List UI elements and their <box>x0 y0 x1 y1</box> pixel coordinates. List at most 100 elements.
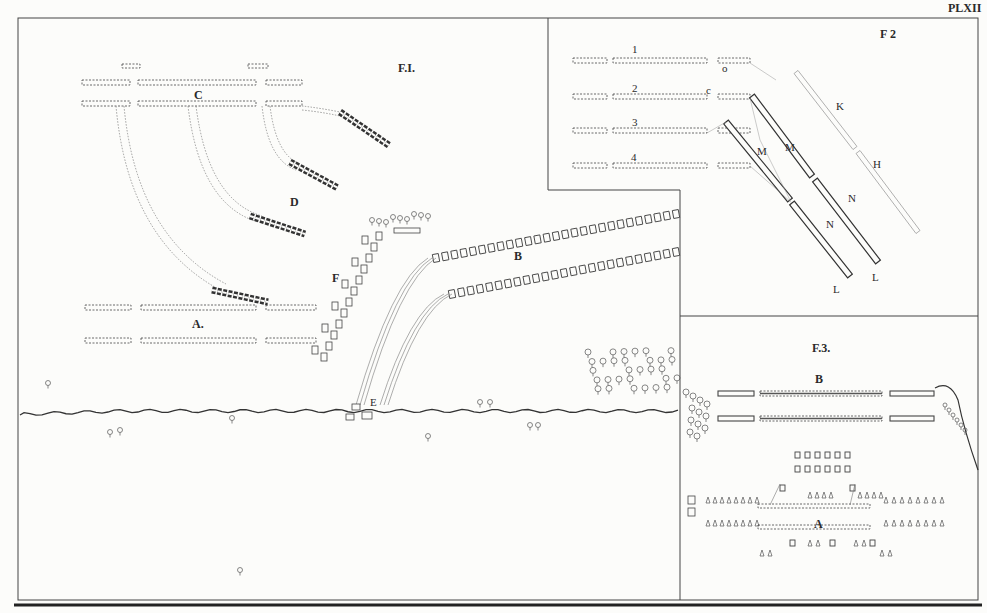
figure-letter: F 2 <box>880 28 896 40</box>
tree <box>653 385 659 391</box>
tree <box>957 422 958 425</box>
tree <box>398 216 403 221</box>
troop-line <box>688 496 695 504</box>
tree <box>240 573 241 576</box>
march-route <box>750 166 792 203</box>
troop-line <box>312 346 318 354</box>
tree <box>407 222 408 225</box>
troop-line <box>718 416 754 421</box>
troop-line <box>688 508 695 516</box>
figure-letter: H <box>873 158 881 170</box>
tent <box>924 497 928 503</box>
tree <box>631 385 637 391</box>
troop-division <box>580 226 587 235</box>
tree <box>683 389 689 395</box>
tree <box>490 405 491 408</box>
tree <box>616 376 622 382</box>
tree <box>589 359 595 365</box>
plate-border <box>18 18 978 600</box>
troop-division <box>663 211 670 220</box>
tent <box>720 520 724 526</box>
troop-column <box>290 162 338 188</box>
troop-line <box>85 338 131 343</box>
troop-division <box>616 258 623 267</box>
troop-line <box>805 452 810 458</box>
troop-column <box>212 290 268 302</box>
tree <box>393 220 394 223</box>
troop-division <box>608 221 615 230</box>
tree <box>672 363 673 366</box>
troop-line <box>835 452 840 458</box>
troop-column <box>212 290 268 302</box>
figure-letter: 2 <box>632 82 638 94</box>
tree <box>690 435 691 438</box>
tree <box>707 407 708 410</box>
march-route <box>770 484 855 505</box>
tree <box>386 225 387 228</box>
troop-division <box>560 269 567 278</box>
tree <box>666 381 667 384</box>
troop-line <box>366 254 372 262</box>
tree <box>46 381 51 386</box>
march-route <box>750 98 790 200</box>
tree <box>668 348 674 354</box>
tree <box>686 395 687 398</box>
tree <box>947 408 951 412</box>
tree <box>384 220 389 225</box>
troop-line <box>890 416 934 421</box>
troop-line <box>845 452 850 458</box>
tree <box>693 399 694 402</box>
tree <box>949 412 950 415</box>
tree <box>630 382 631 385</box>
tree <box>120 433 121 436</box>
tree <box>955 418 959 422</box>
troop-line <box>573 58 607 63</box>
tree <box>702 425 708 431</box>
tent <box>815 492 819 498</box>
tent <box>760 550 764 556</box>
troop-line <box>815 466 820 472</box>
tent <box>932 520 936 526</box>
troop-division <box>497 242 504 251</box>
tent <box>908 497 912 503</box>
tent <box>768 550 772 556</box>
figure-letter: L <box>872 271 879 283</box>
figure-two <box>573 58 920 278</box>
troop-division <box>532 274 539 283</box>
troop-division <box>478 245 485 254</box>
troop-line <box>613 163 707 168</box>
tree <box>414 217 415 220</box>
troop-division <box>588 263 595 272</box>
tree <box>959 423 963 427</box>
tree <box>428 219 429 222</box>
figure-letter: B <box>815 373 823 385</box>
troop-column <box>340 112 390 146</box>
troop-column <box>250 216 305 234</box>
troop-line <box>856 151 920 234</box>
tent <box>808 492 812 498</box>
troop-division <box>626 218 633 227</box>
troop-line <box>352 258 358 266</box>
tree <box>632 348 638 354</box>
troop-line <box>332 302 338 310</box>
tree <box>614 364 615 367</box>
tree <box>667 390 668 393</box>
tree <box>372 223 373 226</box>
troop-line <box>82 101 130 106</box>
river <box>20 409 678 415</box>
tree <box>698 427 699 430</box>
troop-line <box>141 305 256 310</box>
tree <box>530 428 531 431</box>
tree <box>48 386 49 389</box>
tree <box>963 428 967 432</box>
march-route <box>388 294 452 405</box>
tree <box>625 363 626 366</box>
troop-line <box>573 94 607 99</box>
tree <box>634 391 635 394</box>
troop-division <box>495 281 502 290</box>
troop-line <box>750 94 815 178</box>
tree <box>703 413 709 419</box>
troop-division <box>645 215 652 224</box>
troop-line <box>760 418 882 420</box>
